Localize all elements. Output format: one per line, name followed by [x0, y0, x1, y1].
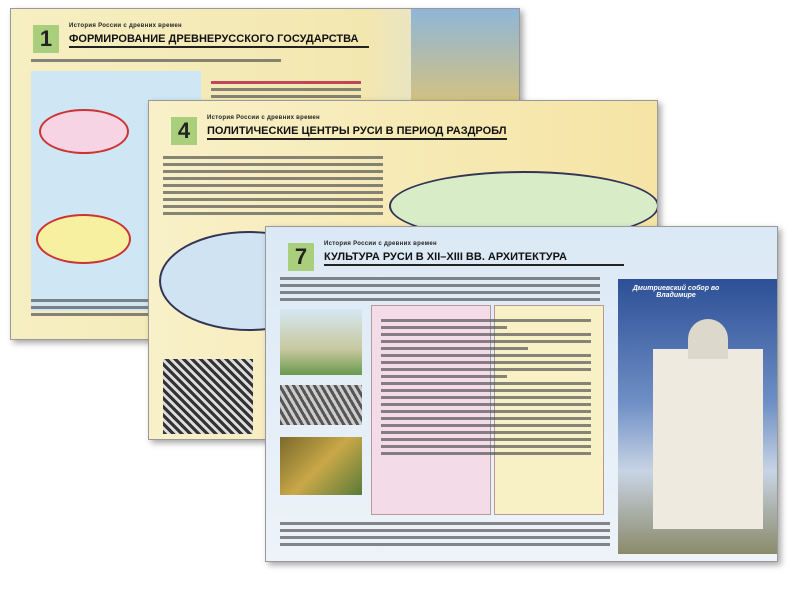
fresco-picture [280, 437, 362, 495]
poster-7: 7 История России с древних времен Культу… [265, 226, 778, 562]
poster-number: 1 [33, 25, 59, 53]
diagram-oval [36, 214, 131, 264]
cathedral-photo [618, 279, 777, 554]
photo-caption: Дмитриевский собор во Владимире [632, 285, 720, 299]
carving-picture [280, 385, 362, 425]
table-text [381, 319, 591, 459]
text-block [280, 522, 610, 550]
text-block [31, 59, 281, 66]
poster-number: 4 [171, 117, 197, 145]
poster-title: Формирование древнерусского государства [69, 33, 369, 48]
ornament-picture [163, 359, 253, 434]
fortress-picture [411, 9, 519, 109]
poster-series: История России с древних времен [324, 241, 437, 247]
poster-series: История России с древних времен [69, 23, 182, 29]
text-block [280, 277, 600, 305]
diagram-oval [39, 109, 129, 154]
poster-number: 7 [288, 243, 314, 271]
church-picture [280, 309, 362, 375]
text-block [31, 299, 151, 320]
text-block [163, 156, 383, 219]
poster-title: Политические центры Руси в период раздро… [207, 125, 507, 140]
poster-title: Культура Руси в XII–XIII вв. Архитектура [324, 251, 624, 266]
poster-series: История России с древних времен [207, 115, 320, 121]
